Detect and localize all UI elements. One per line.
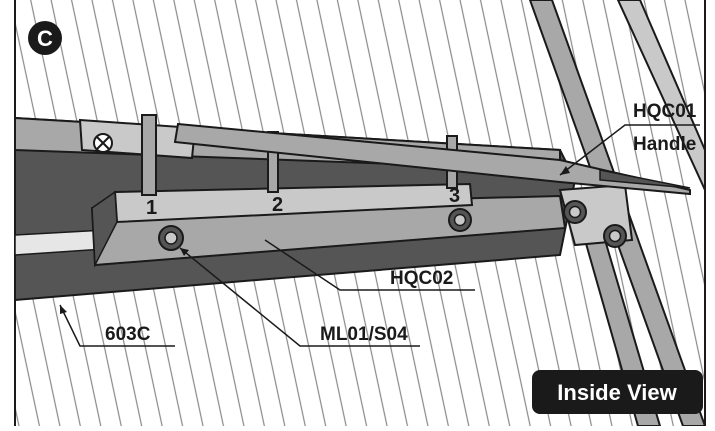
screw-head-icon (93, 133, 113, 153)
leader-603c (59, 304, 175, 347)
view-label: Inside View (557, 380, 677, 405)
handle-hqc01 (173, 122, 691, 196)
step-letter: C (37, 26, 53, 51)
arrow-ml01 (180, 248, 189, 256)
callout-handle-part: HQC01 (633, 101, 697, 122)
front-leg-tube (616, 0, 705, 191)
view-label-box: Inside View (532, 370, 703, 414)
arrow-603c (60, 305, 67, 314)
callout-hardware-part: ML01/S04 (320, 324, 408, 345)
leader-hqc02 (264, 239, 475, 291)
bolt-icon (563, 200, 587, 224)
bolt-icon (158, 225, 184, 251)
leader-hqc01 (559, 124, 700, 176)
bracket-end-face (91, 190, 118, 268)
callout-handle-name: Handle (633, 134, 696, 155)
hole-number-1: 1 (146, 197, 157, 219)
leader-ml01-s04 (179, 247, 420, 347)
hole-number-3: 3 (449, 185, 460, 207)
bolt-icon (603, 224, 627, 248)
leader-lines (59, 124, 700, 347)
bolt-icon (448, 208, 472, 232)
post-1 (141, 114, 157, 196)
hole-number-2: 2 (272, 194, 283, 216)
callout-frame-part: 603C (105, 324, 151, 345)
arrow-hqc01 (560, 166, 570, 175)
callout-bracket-part: HQC02 (390, 268, 453, 289)
step-badge-icon: C (28, 21, 62, 55)
handle-tip (599, 169, 691, 189)
